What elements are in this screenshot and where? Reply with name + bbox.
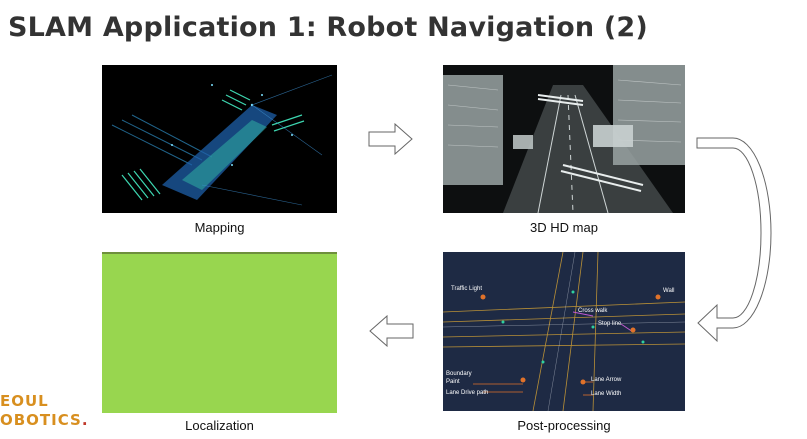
label-boundary: Boundary: [446, 371, 472, 377]
seoul-robotics-logo: EOUL OBOTICS.: [0, 392, 89, 430]
label-cross-walk: Cross walk: [578, 308, 608, 314]
logo-line-2: OBOTICS: [0, 411, 82, 429]
u-turn-arrow-icon: [695, 135, 775, 357]
caption-mapping: Mapping: [194, 220, 245, 235]
slide-title: SLAM Application 1: Robot Navigation (2): [8, 12, 648, 43]
logo-dot: .: [81, 411, 89, 429]
caption-hd-map: 3D HD map: [530, 220, 598, 235]
label-wall: Wall: [663, 288, 674, 294]
left-arrow-icon: [368, 315, 414, 347]
hd-map-image: [443, 65, 685, 213]
label-paint: Paint: [446, 379, 460, 385]
label-lane-drive-path: Lane Drive path: [446, 390, 488, 396]
label-lane-width: Lane Width: [591, 391, 621, 397]
caption-post-processing: Post-processing: [517, 418, 611, 433]
label-stop-line: Stop line: [598, 321, 622, 327]
right-arrow-icon: [368, 123, 414, 155]
mapping-image: [102, 65, 337, 213]
label-traffic-light: Traffic Light: [451, 286, 482, 292]
caption-localization: Localization: [185, 418, 254, 433]
logo-line-1: EOUL: [0, 392, 49, 410]
label-lane-arrow: Lane Arrow: [591, 377, 622, 383]
localization-image: [102, 252, 337, 413]
post-processing-image: Traffic Light Wall Cross walk Stop line …: [443, 252, 685, 411]
